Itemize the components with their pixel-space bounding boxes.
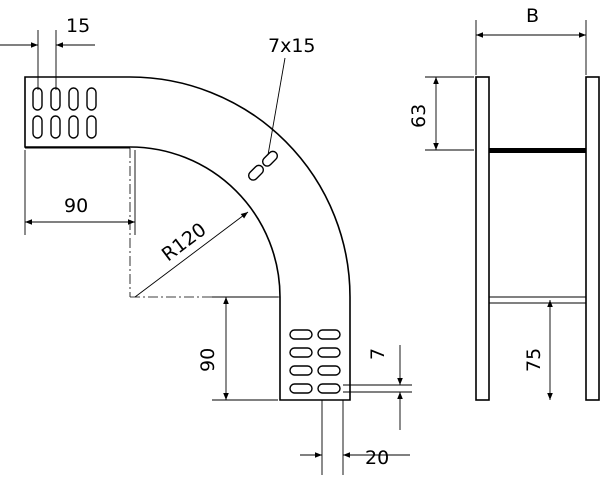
dimension-side-height: 63 <box>408 76 474 151</box>
dimension-slot-width: 7 <box>343 345 412 430</box>
end-slots-horizontal-leg <box>32 87 97 139</box>
dimension-slot-pitch: 15 <box>0 15 95 90</box>
label-radius: R120 <box>158 219 211 266</box>
dimension-radius: R120 <box>134 211 249 298</box>
label-side-height: 63 <box>408 104 430 128</box>
dimension-vertical-leg: 90 <box>197 296 278 401</box>
dimension-inner-height: 75 <box>523 300 553 400</box>
label-horizontal-leg: 90 <box>64 195 88 217</box>
dimension-slot-size: 7x15 <box>267 35 316 156</box>
section-view <box>475 76 600 401</box>
end-slots-vertical-leg <box>289 329 341 394</box>
bend-slots <box>247 150 279 181</box>
label-slot-size: 7x15 <box>268 35 316 57</box>
label-vertical-leg: 90 <box>197 348 219 372</box>
label-slot-width: 7 <box>367 348 389 360</box>
bend-plan-view <box>24 76 351 401</box>
label-inner-height: 75 <box>523 348 545 372</box>
label-width: B <box>526 5 539 27</box>
label-slot-spacing: 20 <box>365 447 389 469</box>
dimension-width: B <box>475 5 587 75</box>
dimension-horizontal-leg: 90 <box>24 150 136 235</box>
dimension-slot-spacing: 20 <box>300 400 410 475</box>
label-slot-pitch: 15 <box>66 15 90 37</box>
